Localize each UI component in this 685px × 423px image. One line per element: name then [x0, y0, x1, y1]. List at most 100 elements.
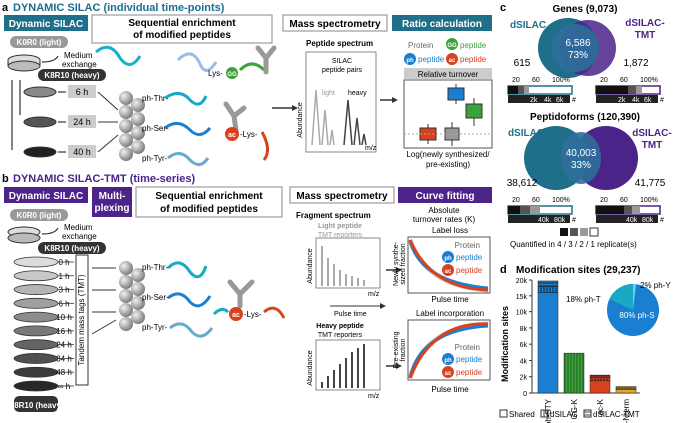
c-genes-tmt-2: TMT [635, 30, 656, 41]
b-preexisting-1: Pre-existing [393, 331, 400, 368]
b-abundance-2: Abundance [307, 350, 314, 386]
b-loss-ac-text: ac [445, 269, 452, 275]
a-gg-badge [226, 67, 238, 79]
b-inc-ac-text: ac [445, 371, 452, 377]
b-timepoint-label: 24 h [56, 341, 72, 350]
a-legend-ph-text: ph [406, 58, 414, 64]
c-p-r-t0: 20 [600, 197, 608, 204]
c-p-r-seg1 [596, 206, 624, 214]
c-g-l-b3: # [572, 97, 576, 104]
b-ac-badge [229, 307, 243, 321]
b-light-peptide-2: TMT reporters [318, 232, 363, 239]
c-p-r-b2: # [660, 217, 664, 224]
a-legend-gg-peptide: peptide [460, 41, 487, 50]
a-peptide-top-right [176, 52, 218, 72]
a-gg-peptide [238, 62, 266, 72]
b-box-dynamic-label: Dynamic SILAC [9, 191, 83, 202]
a-boxplots [404, 84, 492, 146]
a-ph-tyr: ph-Tyr- [142, 154, 168, 163]
a-heavy-label: heavy [348, 90, 367, 97]
b-heavy-peptide-1: Heavy peptide [316, 323, 364, 330]
b-timepoint-label: 6 h [58, 299, 69, 308]
c-pepto-title: Peptidoforms (120,390) [530, 112, 640, 123]
b-arrow-loss-head [396, 267, 402, 273]
c-genes-tmt-1: dSILAC- [625, 18, 664, 29]
d-bar-dsilac-pattern [538, 286, 558, 293]
a-legend-ph-peptide: peptide [418, 55, 445, 64]
b-loss-ac-peptide: peptide [456, 266, 483, 275]
d-y-tick-label: 2k [520, 375, 528, 382]
a-box-ms-label: Mass spectrometry [289, 19, 381, 30]
a-tp-box-1 [68, 85, 96, 98]
d-bar-shared [615, 389, 637, 394]
a-tp-arrows [97, 91, 119, 153]
a-tp-box-3 [68, 145, 96, 158]
b-mz-2: m/z [368, 393, 380, 400]
d-ylabel: Modification sites [500, 306, 510, 382]
a-tp-box-2 [68, 115, 96, 128]
b-ac-badge-text: ac [232, 312, 240, 319]
a-ac-badge [225, 127, 239, 141]
b-label-loss: Label loss [432, 226, 468, 235]
c-g-r-b0: 2k [618, 97, 626, 104]
c-p-r-hist [596, 215, 658, 223]
c-genes-center: 6,586 [565, 38, 590, 49]
c-pepto-overlap-lens [561, 132, 601, 184]
c-g-l-t1: 60 [532, 77, 540, 84]
b-dish [13, 353, 59, 364]
a-log-label-2: pre-existing) [426, 160, 470, 169]
b-abs-turnover-2: turnover rates (K) [413, 215, 476, 224]
a-legend-gg [446, 38, 458, 50]
b-inc-ph [442, 353, 454, 365]
b-k0r0-label: K0R0 (light) [17, 211, 62, 220]
c-g-l-t0: 20 [512, 77, 520, 84]
a-peptide-cyan [164, 92, 208, 106]
a-light-label: light [322, 90, 335, 97]
c-pepto-pct: 33% [571, 160, 591, 171]
b-timepoint-label: 0 h [58, 258, 69, 267]
a-peptide-spectrum: Peptide spectrum [306, 39, 373, 48]
d-legend-tmt-swatch [583, 409, 592, 418]
d-y-tick-label: 4k [520, 358, 528, 365]
b-k8r10-label: K8R10 (heavy) [44, 244, 99, 253]
a-legend-ph [404, 53, 416, 65]
a-antibody-2 [223, 101, 247, 133]
c-g-r-hist [596, 95, 658, 103]
a-legend-ac-text: ac [449, 58, 456, 64]
d-bar-dsilac-pattern [616, 388, 636, 390]
c-p-l-t0: 20 [512, 197, 520, 204]
b-ph-tyr: ph-Tyr- [142, 323, 168, 332]
b-timepoint-label: 3 h [58, 286, 69, 295]
d-y-tick-label: 10k [516, 310, 528, 317]
a-box-dynamic-label: Dynamic SILAC [9, 19, 83, 30]
b-peptide-lightblue [169, 322, 214, 338]
b-abs-turnover-1: Absolute [428, 206, 460, 215]
c-genes-overlap [551, 24, 599, 72]
b-timepoint-label: 16 h [56, 327, 72, 336]
b-timepoint-labels: 0 h1 h3 h6 h10 h16 h24 h34 h48 h∞ h [56, 258, 74, 391]
c-genes-dsilac: dSILAC [510, 20, 546, 31]
a-k0r0-pill [10, 36, 68, 48]
a-protein: Protein [408, 41, 433, 50]
b-box-enrich-1: Sequential enrichment [155, 191, 263, 202]
b-preexisting-2: fraction [400, 338, 407, 361]
c-genes-title: Genes (9,073) [552, 4, 617, 15]
c-p-l-t2: 100% [552, 197, 570, 204]
d-pie-ph-y [633, 284, 636, 310]
b-timepoint-label: 1 h [58, 272, 69, 281]
b-loss-protein: Protein [455, 241, 480, 250]
c-g-r-b1: 4k [632, 97, 640, 104]
panel-c-letter: c [500, 2, 506, 14]
b-loss-ph [442, 251, 454, 263]
b-newly-1: Newly synthe- [393, 241, 400, 286]
b-bottom-dish [14, 396, 58, 412]
d-legend-shared-swatch [499, 409, 508, 418]
c-g-l-t2: 100% [552, 77, 570, 84]
b-box-dynamic [4, 187, 88, 203]
b-dish [13, 270, 59, 282]
b-antibody [227, 279, 255, 309]
d-y-tick-label: 15k [516, 294, 528, 301]
c-g-l-seg2 [518, 86, 524, 94]
b-dish [13, 256, 59, 268]
a-timepoint-dishes [11, 80, 66, 158]
